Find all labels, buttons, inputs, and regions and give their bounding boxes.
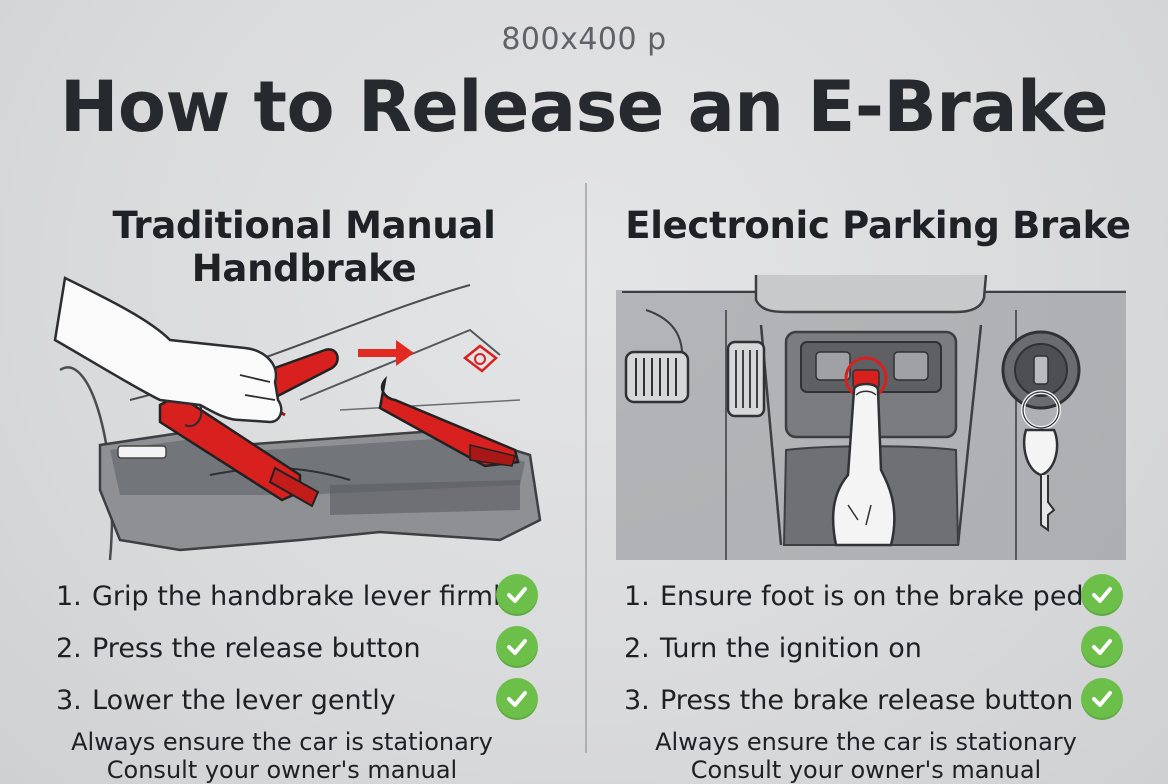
electronic-notes: Always ensure the car is stationary Cons…: [574, 728, 1158, 784]
note-line: Consult your owner's manual: [106, 756, 458, 784]
check-icon: [1081, 574, 1123, 616]
arrow-right-icon: [358, 340, 414, 366]
step-number: 2.: [56, 632, 82, 664]
step-text: Lower the lever gently: [92, 684, 396, 716]
step-text: Press the release button: [92, 632, 421, 664]
step-text: Ensure foot is on the brake pedal: [660, 580, 1108, 612]
electronic-brake-panel: Electronic Parking Brake: [586, 0, 1168, 784]
list-item: 1. Ensure foot is on the brake pedal: [624, 572, 1108, 620]
list-item: 3. Press the brake release button: [624, 676, 1073, 724]
step-number: 2.: [624, 632, 650, 664]
step-text: Press the brake release button: [660, 684, 1074, 716]
list-item: 3. Lower the lever gently: [56, 676, 396, 724]
hand-icon: [53, 276, 283, 428]
step-number: 3.: [624, 684, 650, 716]
check-icon: [1081, 678, 1123, 720]
electronic-brake-illustration: [616, 274, 1126, 560]
list-item: 2. Press the release button: [56, 624, 421, 672]
page-title: How to Release an E-Brake: [59, 66, 1109, 148]
step-text: Grip the handbrake lever firmly: [92, 580, 517, 612]
check-icon: [496, 678, 538, 720]
manual-handbrake-title: Traditional Manual Handbrake: [112, 204, 496, 290]
manual-notes: Always ensure the car is stationary Cons…: [0, 728, 574, 784]
check-icon: [1081, 626, 1123, 668]
note-line: Always ensure the car is stationary: [71, 728, 493, 756]
manual-handbrake-illustration: [53, 276, 542, 560]
step-text: Turn the ignition on: [660, 632, 922, 664]
check-icon: [496, 574, 538, 616]
electronic-brake-title: Electronic Parking Brake: [625, 204, 1131, 247]
manual-handbrake-panel: Traditional Manual Handbrake: [0, 204, 574, 784]
dimensions-label: 800x400 p: [501, 22, 667, 57]
pedal-icon: [624, 340, 766, 418]
step-number: 1.: [56, 580, 82, 612]
brake-warning-icon: [462, 344, 498, 373]
step-number: 3.: [56, 684, 82, 716]
check-icon: [496, 626, 538, 668]
center-divider: [585, 183, 587, 753]
note-line: Always ensure the car is stationary: [655, 728, 1077, 756]
ignition-key-icon: [1001, 330, 1081, 532]
list-item: 2. Turn the ignition on: [624, 624, 922, 672]
car-console-drawing: [59, 284, 542, 560]
note-line: Consult your owner's manual: [690, 756, 1042, 784]
step-number: 1.: [624, 580, 650, 612]
list-item: 1. Grip the handbrake lever firmly: [56, 572, 517, 620]
finger-icon: [831, 382, 896, 547]
